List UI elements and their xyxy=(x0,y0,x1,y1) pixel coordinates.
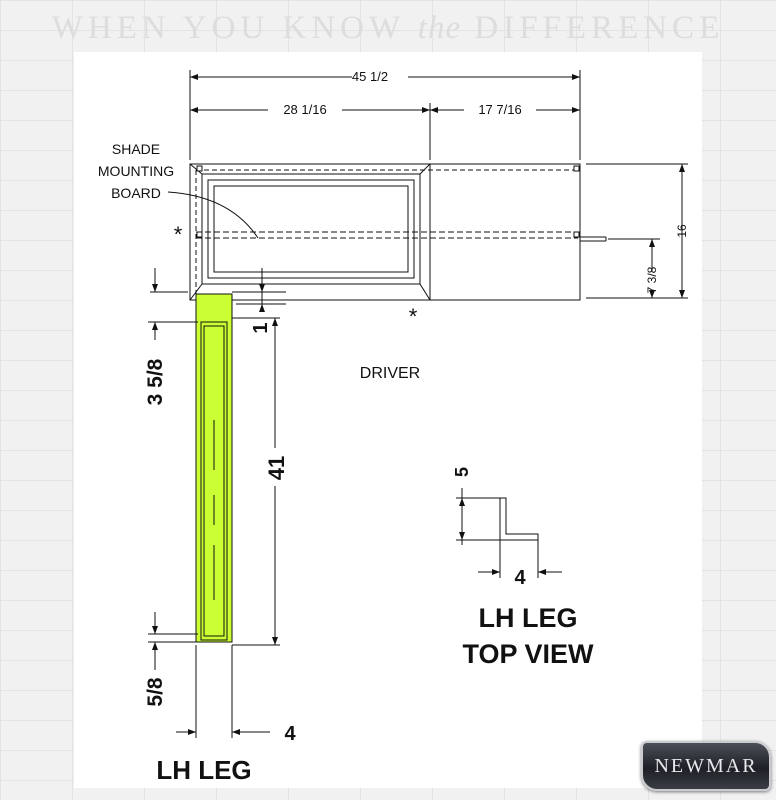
dim-driver-depth: 7 3/8 xyxy=(645,266,659,293)
dim-right-width: 17 7/16 xyxy=(478,102,521,117)
dim-section-height: 5 xyxy=(452,467,472,477)
window-glass xyxy=(213,185,409,273)
dim-left-width: 28 1/16 xyxy=(283,102,326,117)
top-view-title-line-2: TOP VIEW xyxy=(462,639,594,669)
dim-top-gap: 3 5/8 xyxy=(144,358,167,405)
bevel-tr xyxy=(419,163,431,175)
dim-leg-width: 4 xyxy=(284,723,296,745)
lh-leg-channel xyxy=(200,321,228,641)
tagline-part-2: DIFFERENCE xyxy=(461,10,725,46)
shade-label-line-3: BOARD xyxy=(111,185,161,201)
tagline: WHEN YOU KNOW the DIFFERENCE xyxy=(0,10,776,47)
shade-leader xyxy=(167,191,259,239)
arrowheads xyxy=(152,74,685,735)
dim-section-width: 4 xyxy=(514,567,526,589)
bevel-tl xyxy=(189,163,203,175)
dim-bottom-gap: 5/8 xyxy=(144,677,167,707)
dim-overall-width: 45 1/2 xyxy=(352,69,388,84)
tagline-italic: the xyxy=(417,10,462,46)
top-view-title-line-1: LH LEG xyxy=(479,603,578,633)
newmar-logo: NEWMAR xyxy=(641,741,771,791)
drawing-sheet xyxy=(74,52,702,788)
logo-text: NEWMAR xyxy=(654,754,758,777)
dim-depth: 16 xyxy=(675,224,689,238)
dim-leg-offset: 1 xyxy=(250,322,272,333)
asterisk-right: * xyxy=(409,304,418,329)
bevel-br xyxy=(419,283,431,301)
l-angle-section xyxy=(499,497,539,541)
shade-label-line-2: MOUNTING xyxy=(98,163,174,179)
lh-leg-slot-outer xyxy=(203,325,225,637)
driver-label: DRIVER xyxy=(360,365,420,382)
corner-markers xyxy=(196,165,580,238)
shade-label-line-1: SHADE xyxy=(112,141,160,157)
asterisk-left: * xyxy=(174,222,183,247)
dim-leg-length: 41 xyxy=(264,456,289,480)
window-frame-inner xyxy=(207,179,415,279)
lh-leg-title: LH LEG xyxy=(156,755,251,785)
window-frame-mid xyxy=(201,173,421,285)
tagline-part-1: WHEN YOU KNOW xyxy=(51,10,418,46)
